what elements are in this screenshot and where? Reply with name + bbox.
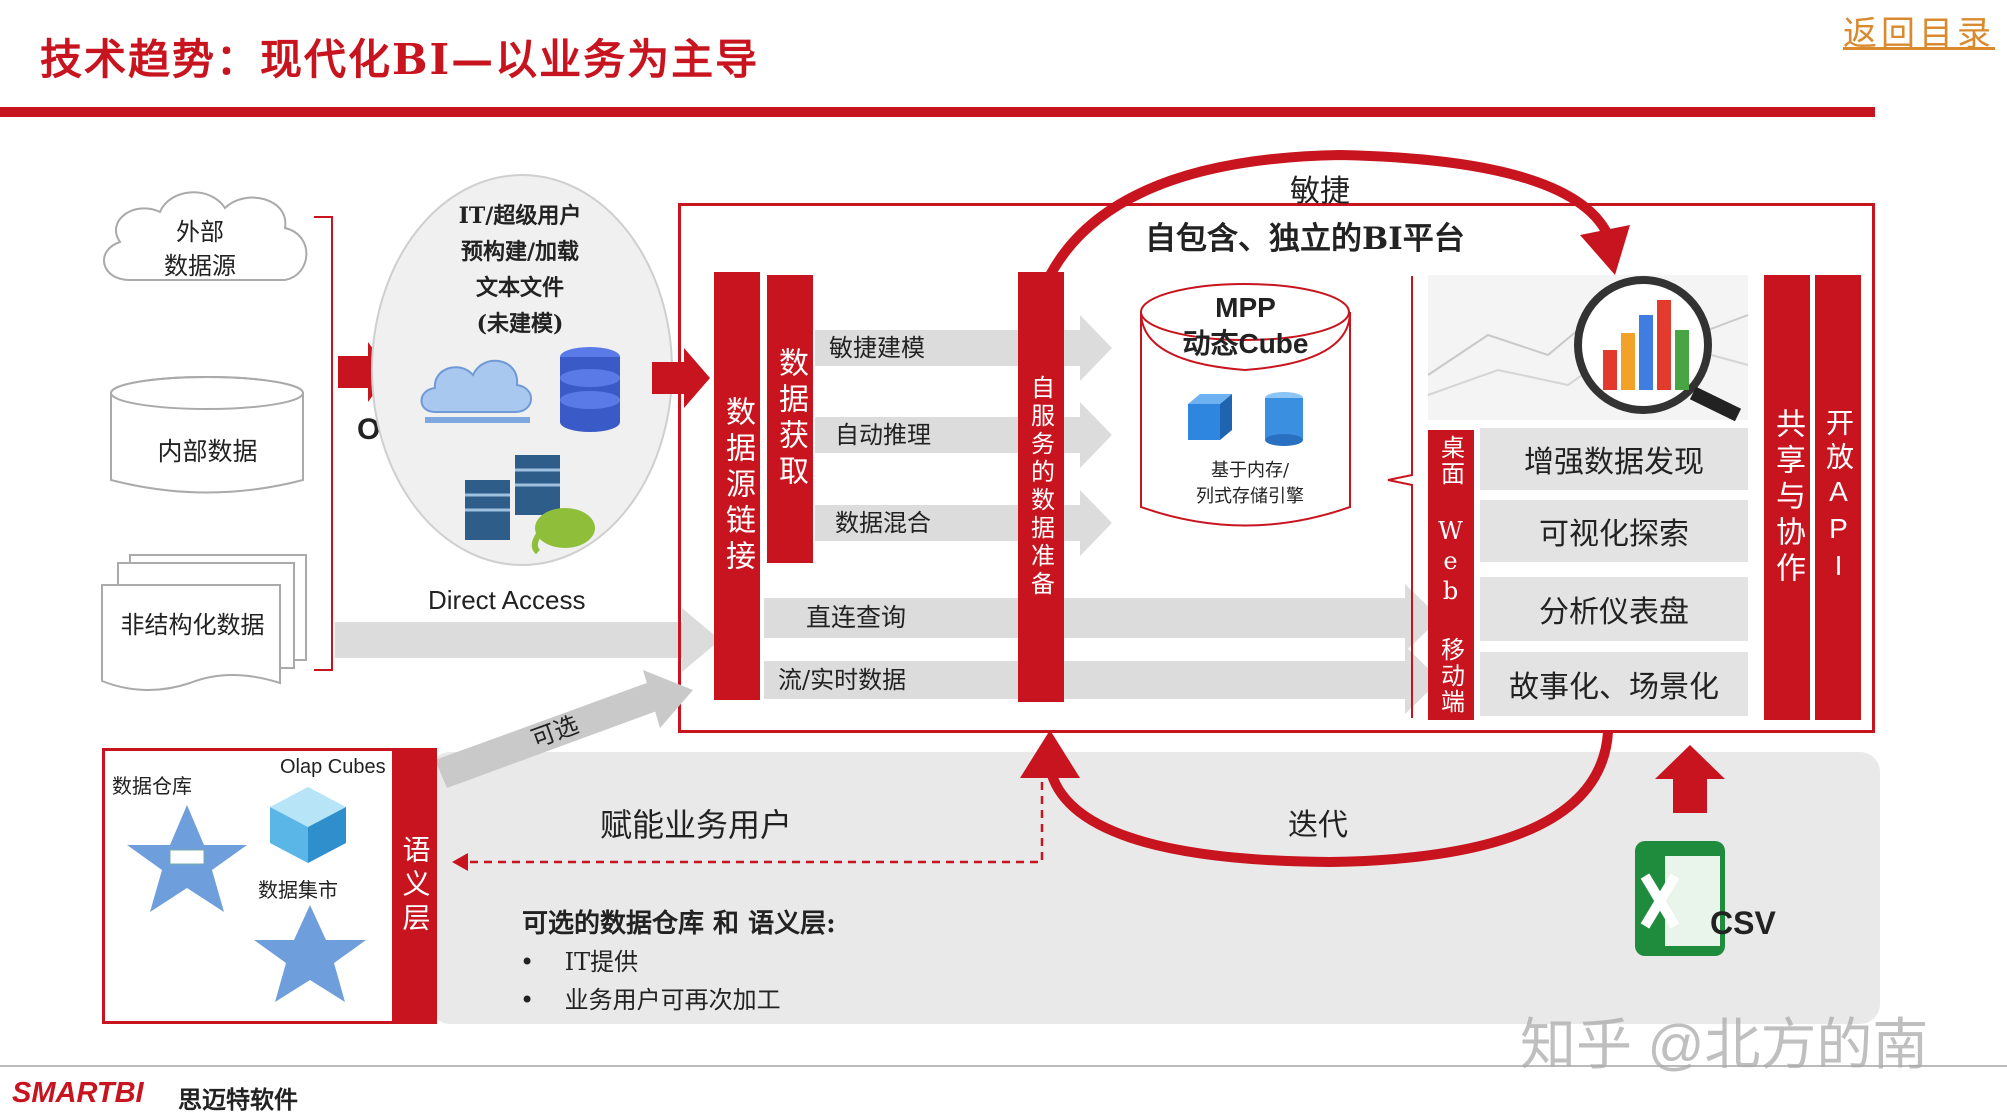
- database-stack-icon: [560, 347, 620, 432]
- note-title: 可选的数据仓库 和 语义层:: [522, 909, 836, 939]
- olap-cube-icon: [270, 787, 346, 863]
- unstructured-data-label: 非结构化数据: [120, 611, 265, 639]
- brand-logo: SMARTBI: [12, 1077, 144, 1109]
- mpp-connector: [1387, 276, 1413, 718]
- agile-arc: [1025, 149, 1630, 336]
- server-icon: [465, 455, 560, 540]
- feature-dashboard: 分析仪表盘: [1480, 577, 1748, 641]
- it-line-3: 文本文件: [475, 275, 564, 301]
- row-stream: 流/实时数据: [764, 661, 1409, 699]
- watermark: 知乎 @北方的南: [1520, 1013, 1929, 1076]
- company-name: 思迈特软件: [178, 1087, 298, 1114]
- data-source-link-bar: 数据源链接: [714, 272, 760, 700]
- magnifier-chart-icon: [1427, 275, 1749, 422]
- platform-title: 自包含、独立的BI平台: [1145, 221, 1465, 257]
- note-item-1-text: IT提供: [564, 948, 639, 976]
- note-item-1: • IT提供: [520, 942, 638, 977]
- feature-visual-exploration: 可视化探索: [1480, 500, 1748, 562]
- empower-dashed-arrow: [452, 782, 1044, 871]
- external-source-label: 外部 数据源: [164, 218, 236, 280]
- engine-label: 基于内存/ 列式存储引擎: [1170, 458, 1330, 510]
- open-api-bar: 开放API: [1815, 275, 1861, 720]
- row-direct-query: 直连查询: [764, 598, 1409, 638]
- it-bubble-text: IT/超级用户 预构建/加载 文本文件 (未建模): [400, 198, 640, 342]
- external-source-cloud-icon: [103, 191, 308, 281]
- empower-label: 赋能业务用户: [600, 806, 793, 844]
- row-arrow-heads: [1080, 315, 1112, 556]
- sources-bracket: [314, 216, 333, 671]
- direct-access-arrow: [335, 622, 685, 658]
- mpp-line-1: MPP: [1215, 292, 1276, 323]
- feature-enhanced-discovery: 增强数据发现: [1480, 428, 1748, 490]
- engine-line-2: 列式存储引擎: [1196, 486, 1304, 507]
- red-arrow-up: [1655, 745, 1725, 813]
- mpp-title: MPP 动态Cube: [1138, 290, 1353, 362]
- iterate-arc: [1020, 730, 1613, 868]
- it-line-2: 预构建/加载: [460, 239, 580, 265]
- header-divider: [0, 107, 1875, 117]
- mart-label: 数据集市: [258, 878, 338, 902]
- it-line-4: (未建模): [476, 311, 564, 337]
- page-title: 技术趋势：现代化BI—以业务为主导: [40, 35, 760, 84]
- bullet: •: [520, 948, 565, 976]
- cube-icon: [1188, 394, 1232, 440]
- dw-label: 数据仓库: [112, 774, 192, 798]
- bullet: •: [520, 986, 565, 1014]
- channel-bar: 桌面 Web 移动端: [1428, 430, 1474, 720]
- olap-label: Olap Cubes: [280, 756, 386, 778]
- csv-label: CSV: [1710, 905, 1776, 941]
- excel-icon: [1635, 841, 1725, 956]
- footer-divider: [0, 1065, 2007, 1067]
- share-collab-bar: 共享与协作: [1764, 275, 1810, 720]
- star-schema-icon-2: [254, 905, 366, 1002]
- optional-arrow: [435, 670, 693, 788]
- internal-data-cylinder-icon: [110, 376, 304, 494]
- data-acquire-bar: 数据获取: [767, 275, 813, 563]
- note-item-2-text: 业务用户可再次加工: [564, 986, 781, 1014]
- mpp-line-2: 动态Cube: [1182, 328, 1309, 359]
- direct-access-arrow-head: [682, 608, 720, 672]
- cloud-icon: [420, 359, 532, 423]
- back-to-contents-link[interactable]: 返回目录: [1843, 14, 1995, 54]
- unstructured-doc-icon: [101, 554, 307, 691]
- note-item-2: • 业务用户可再次加工: [520, 980, 781, 1015]
- red-arrow-into-platform: [652, 348, 710, 408]
- mpp-cylinder: [1140, 283, 1351, 527]
- direct-access-caption: Direct Access: [428, 585, 586, 615]
- it-line-1: IT/超级用户: [458, 203, 582, 229]
- hadoop-elephant-icon: [531, 508, 595, 555]
- semantic-layer-bar: 语义层: [392, 748, 437, 1024]
- internal-data-label: 内部数据: [157, 437, 258, 466]
- self-service-prep-bar: 自服务的数据准备: [1018, 272, 1064, 702]
- long-arrow-heads: [1405, 584, 1440, 714]
- engine-line-1: 基于内存/: [1210, 460, 1290, 481]
- iterate-label: 迭代: [1288, 808, 1348, 843]
- platform-frame: [678, 203, 1875, 733]
- feature-storytelling: 故事化、场景化: [1480, 652, 1748, 716]
- agile-label: 敏捷: [1290, 174, 1350, 209]
- star-schema-icon: [127, 805, 247, 912]
- column-store-icon: [1265, 392, 1303, 446]
